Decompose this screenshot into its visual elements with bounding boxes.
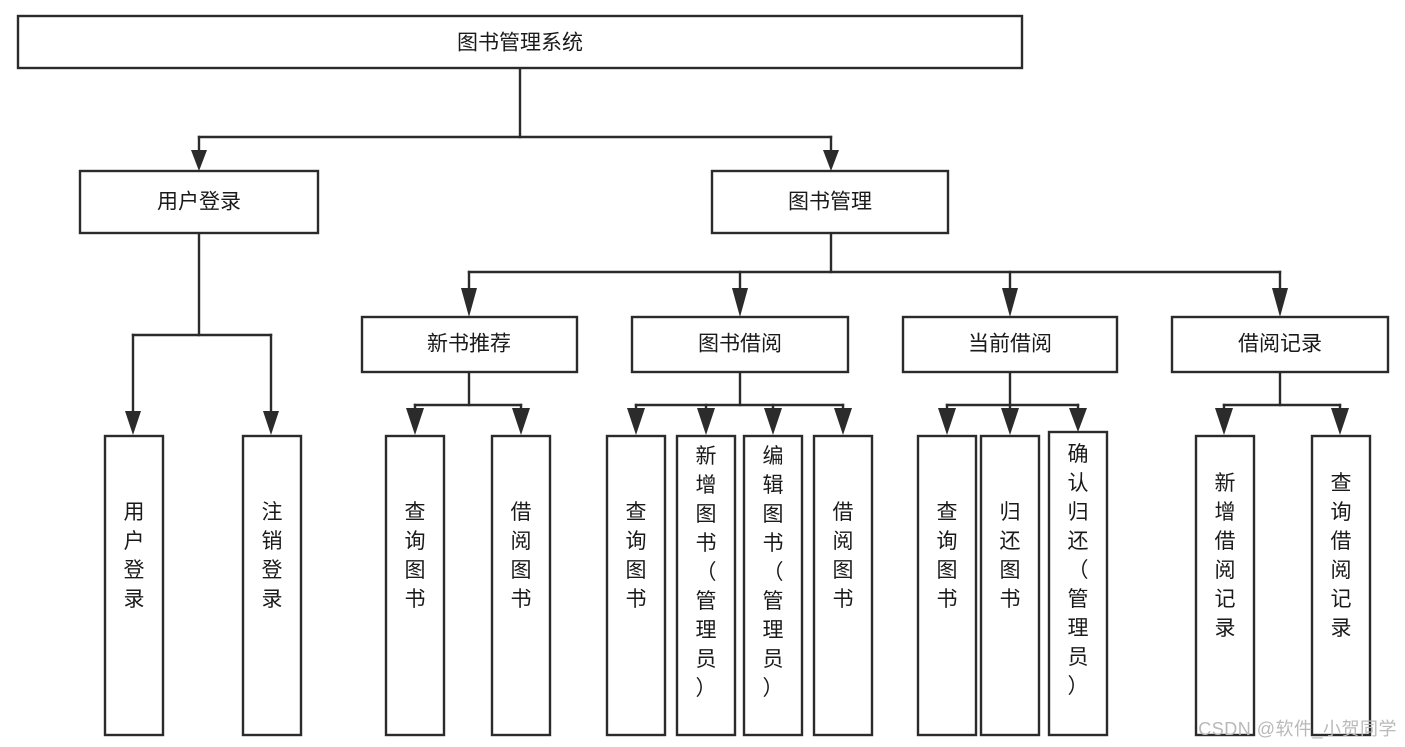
node-root[interactable]: 图书管理系统 [16, 14, 1024, 70]
arrow-head-leaf-add-book-admin [697, 408, 715, 435]
node-leaf-user-login[interactable]: 用户登录 [103, 434, 165, 737]
node-leaf-query-books-1[interactable]: 查询图书 [384, 434, 446, 737]
node-leaf-return-books-label: 归还图书 [1000, 501, 1021, 611]
node-book-management-label: 图书管理 [788, 191, 872, 214]
node-leaf-borrow-books-2-label: 借阅图书 [833, 501, 854, 611]
arrow-head-book-borrow [732, 288, 748, 317]
node-borrow-record-label: 借阅记录 [1238, 333, 1322, 356]
arrow-head-current-borrow [1002, 288, 1018, 317]
node-leaf-borrow-books-1-label: 借阅图书 [511, 501, 532, 611]
arrow-head-leaf-add-borrow-record [1215, 408, 1233, 435]
node-leaf-add-book-admin[interactable]: 新增图书（管理员） [675, 434, 737, 737]
node-leaf-query-books-3-label: 查询图书 [937, 501, 958, 611]
node-root-label: 图书管理系统 [457, 32, 583, 55]
node-leaf-return-books[interactable]: 归还图书 [979, 434, 1041, 737]
node-leaf-confirm-return-admin-label: 确认归还（管理员） [1068, 443, 1089, 698]
node-leaf-query-books-3[interactable]: 查询图书 [916, 434, 978, 737]
node-current-borrow-label: 当前借阅 [968, 333, 1052, 356]
arrow-head-leaf-borrow-books-1 [512, 408, 530, 435]
node-leaf-edit-book-admin[interactable]: 编辑图书（管理员） [742, 434, 804, 737]
node-leaf-add-book-admin-label: 新增图书（管理员） [696, 445, 717, 700]
node-leaf-add-borrow-record-label: 新增借阅记录 [1215, 472, 1236, 640]
arrow-head-leaf-logout-login [263, 411, 279, 435]
arrow-head-new-book-recommend [461, 288, 477, 317]
node-current-borrow[interactable]: 当前借阅 [901, 315, 1119, 374]
node-new-book-recommend-label: 新书推荐 [427, 333, 511, 356]
node-leaf-query-books-2-label: 查询图书 [626, 501, 647, 611]
arrow-head-leaf-query-books-1 [406, 408, 424, 435]
arrow-head-leaf-query-borrow-record [1331, 408, 1349, 435]
node-leaf-logout-login-label: 注销登录 [262, 501, 283, 611]
arrow-head-leaf-edit-book-admin [764, 408, 782, 435]
arrow-head-user-login [191, 150, 207, 171]
arrow-head-leaf-confirm-return-admin [1069, 408, 1087, 432]
node-leaf-query-books-1-label: 查询图书 [405, 501, 426, 611]
node-leaf-add-borrow-record[interactable]: 新增借阅记录 [1194, 434, 1256, 737]
node-book-management[interactable]: 图书管理 [710, 169, 950, 235]
node-user-login[interactable]: 用户登录 [78, 169, 320, 235]
node-borrow-record[interactable]: 借阅记录 [1170, 315, 1390, 374]
node-leaf-borrow-books-1[interactable]: 借阅图书 [490, 434, 552, 737]
arrow-head-book-management [823, 150, 839, 171]
arrow-head-leaf-return-books [1001, 408, 1019, 435]
node-leaf-edit-book-admin-label: 编辑图书（管理员） [763, 445, 784, 700]
node-leaf-user-login-label: 用户登录 [124, 501, 145, 611]
arrow-head-leaf-user-login [125, 411, 141, 435]
node-leaf-query-books-2[interactable]: 查询图书 [605, 434, 667, 737]
edges-layer [125, 66, 1349, 435]
node-leaf-logout-login[interactable]: 注销登录 [241, 434, 303, 737]
node-leaf-query-borrow-record-label: 查询借阅记录 [1331, 472, 1352, 640]
arrow-head-leaf-borrow-books-2 [834, 408, 852, 435]
node-book-borrow-label: 图书借阅 [698, 333, 782, 356]
node-user-login-label: 用户登录 [157, 191, 241, 214]
node-book-borrow[interactable]: 图书借阅 [630, 315, 850, 374]
node-new-book-recommend[interactable]: 新书推荐 [360, 315, 579, 374]
arrow-head-leaf-query-books-2 [627, 408, 645, 435]
arrow-head-leaf-query-books-3 [938, 408, 956, 435]
arrow-head-borrow-record [1272, 288, 1288, 317]
node-leaf-query-borrow-record[interactable]: 查询借阅记录 [1310, 434, 1372, 737]
node-leaf-borrow-books-2[interactable]: 借阅图书 [812, 434, 874, 737]
node-leaf-confirm-return-admin[interactable]: 确认归还（管理员） [1047, 430, 1109, 737]
